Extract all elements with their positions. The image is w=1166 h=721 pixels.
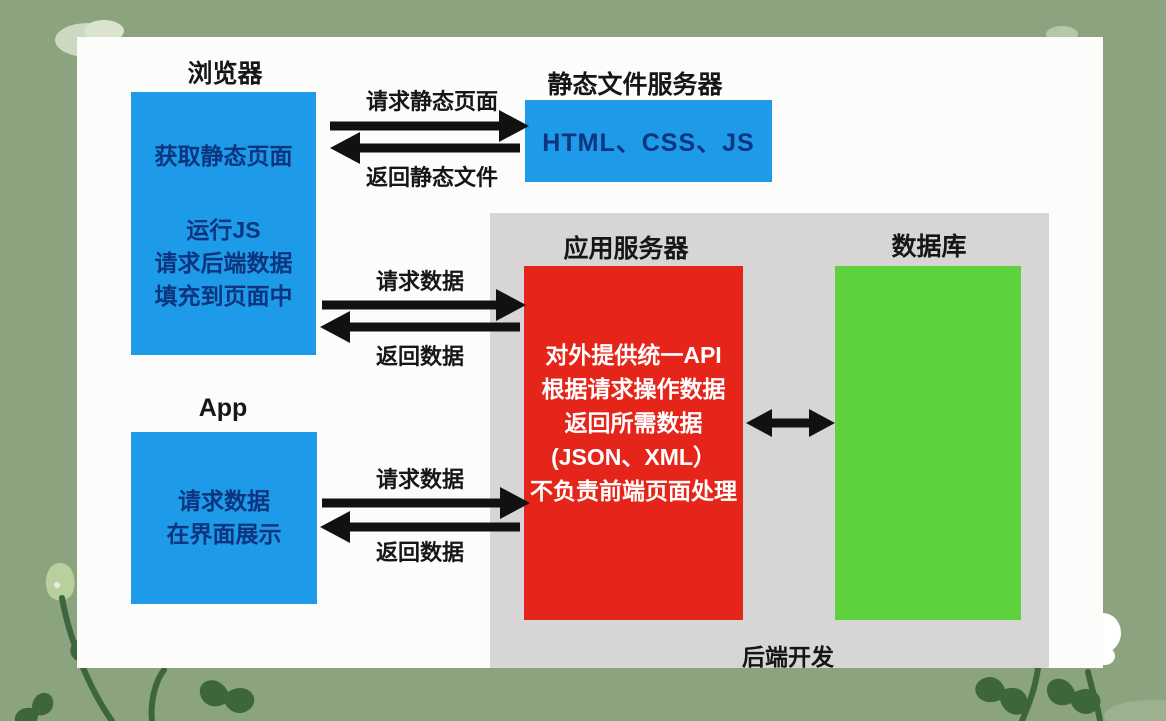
app-server-box-lines: 对外提供统一API 根据请求操作数据 返回所需数据 (JSON、XML） 不负责… xyxy=(530,342,737,504)
static-server-box-text: HTML、CSS、JS xyxy=(542,129,755,157)
arrow-data-response xyxy=(320,311,520,343)
browser-box: 获取静态页面 运行JS 请求后端数据 填充到页面中 xyxy=(131,92,316,355)
label-data-request: 请求数据 xyxy=(375,269,464,294)
arrow-server-database xyxy=(746,409,835,437)
app-box: 请求数据 在界面展示 xyxy=(131,432,317,604)
label-static-request: 请求静态页面 xyxy=(365,89,498,114)
browser-box-line-top: 获取静态页面 xyxy=(154,143,293,169)
database-box xyxy=(835,266,1021,620)
backend-panel: 应用服务器 数据库 对外提供统一API 根据请求操作数据 返回所需数据 (JSO… xyxy=(490,213,1049,670)
arrow-app-data-response xyxy=(320,511,520,543)
database-title: 数据库 xyxy=(891,233,967,261)
flow-arrows xyxy=(320,110,835,543)
app-server-title: 应用服务器 xyxy=(563,235,689,263)
app-box-lines: 请求数据 在界面展示 xyxy=(166,488,282,547)
browser-title: 浏览器 xyxy=(187,60,263,88)
label-app-data-request: 请求数据 xyxy=(375,467,464,492)
label-data-response: 返回数据 xyxy=(375,344,464,369)
flower xyxy=(45,563,75,601)
label-app-data-response: 返回数据 xyxy=(375,540,464,565)
label-static-response: 返回静态文件 xyxy=(365,165,498,190)
app-title: App xyxy=(198,394,248,422)
arrow-app-data-request xyxy=(322,487,530,519)
diagram-canvas: 浏览器 静态文件服务器 App 获取静态页面 运行JS 请求后端数据 填充到页面… xyxy=(77,37,1103,670)
static-server-box: HTML、CSS、JS xyxy=(525,100,772,182)
browser-box-lines: 运行JS 请求后端数据 填充到页面中 xyxy=(154,217,293,309)
backend-caption: 后端开发 xyxy=(742,644,834,670)
static-server-title: 静态文件服务器 xyxy=(547,71,723,99)
arrow-static-response xyxy=(330,132,520,164)
arrow-data-request xyxy=(322,289,526,321)
app-server-box: 对外提供统一API 根据请求操作数据 返回所需数据 (JSON、XML） 不负责… xyxy=(524,266,743,620)
arrow-static-request xyxy=(330,110,529,142)
